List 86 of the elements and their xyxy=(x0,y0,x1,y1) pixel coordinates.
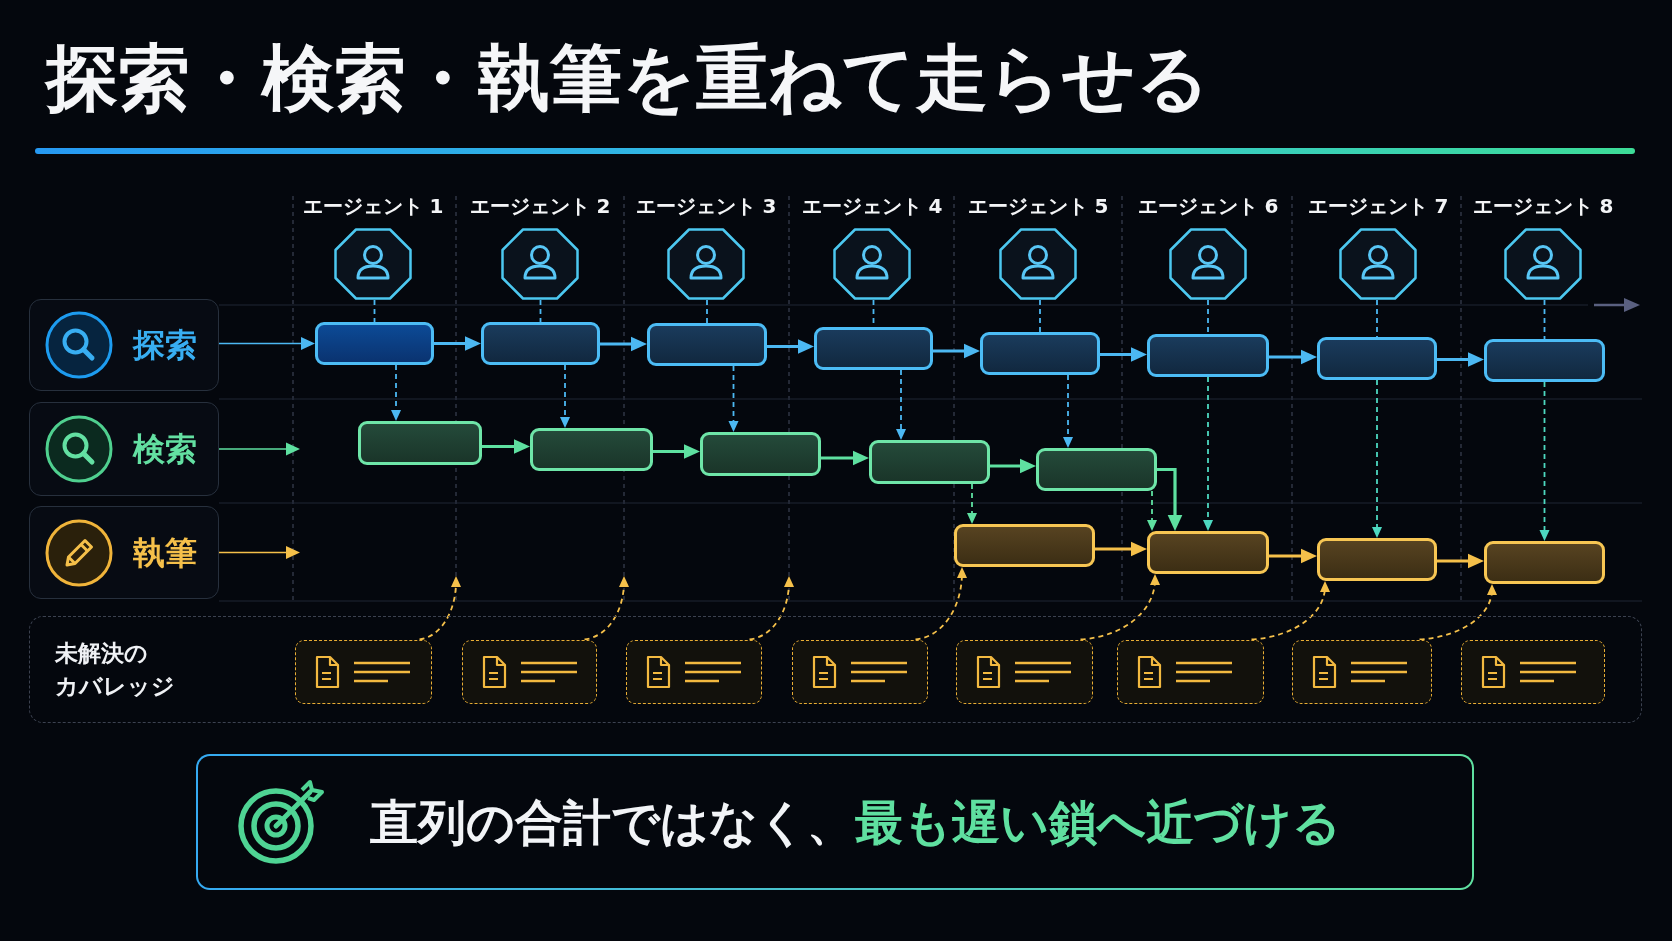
gap-card xyxy=(791,639,928,704)
arrow xyxy=(653,444,700,459)
arrow xyxy=(218,546,300,559)
gap-card xyxy=(625,639,762,704)
dashed-arrow xyxy=(1250,581,1330,641)
dashed-arrow xyxy=(559,364,571,428)
arrow xyxy=(1157,467,1183,531)
lane-header xyxy=(29,299,219,391)
dashed-arrow xyxy=(418,576,461,641)
process-box xyxy=(1317,337,1437,380)
agent-label: エージェント 2 xyxy=(469,193,611,220)
dashed-line xyxy=(1543,299,1546,340)
arrow xyxy=(1269,349,1317,365)
agent-label: エージェント 1 xyxy=(302,193,444,220)
dashed-line xyxy=(1039,299,1041,333)
process-box xyxy=(315,322,434,365)
agent-label: エージェント 8 xyxy=(1472,193,1614,220)
arrow xyxy=(218,337,315,350)
row-label: 未解決のカバレッジ xyxy=(55,639,176,701)
message-panel xyxy=(196,754,1474,890)
process-box xyxy=(481,322,600,365)
process-box xyxy=(1317,538,1437,581)
process-box xyxy=(1484,339,1605,382)
lane-label: 探索 xyxy=(133,325,197,365)
dashed-line xyxy=(1207,299,1209,335)
process-box xyxy=(954,524,1095,567)
dashed-arrow xyxy=(1079,574,1160,641)
process-box xyxy=(980,332,1100,375)
dashed-arrow xyxy=(1202,376,1214,531)
arrow xyxy=(1269,548,1317,564)
arrow xyxy=(821,450,869,466)
process-box xyxy=(1484,541,1605,584)
process-box xyxy=(700,432,821,476)
process-box xyxy=(869,440,990,484)
dashed-line xyxy=(1376,299,1378,338)
dashed-arrow xyxy=(966,483,978,524)
arrow xyxy=(990,458,1036,474)
arrow xyxy=(767,339,814,354)
gap-card xyxy=(955,639,1093,704)
lane-label: 執筆 xyxy=(133,532,197,573)
dashed-line xyxy=(706,299,708,324)
dashed-arrow xyxy=(1146,490,1158,531)
lane-header xyxy=(29,402,219,496)
arrow xyxy=(482,439,530,454)
arrow xyxy=(218,442,300,456)
coverage-panel xyxy=(29,616,1642,723)
process-box xyxy=(1147,334,1269,377)
arrow xyxy=(933,343,980,359)
agent-label: エージェント 4 xyxy=(801,193,943,220)
dashed-arrow xyxy=(583,576,629,641)
process-box xyxy=(530,428,653,471)
gap-card xyxy=(1291,639,1432,704)
process-box xyxy=(1036,448,1157,491)
process-box xyxy=(814,327,933,370)
message-text: 直列の合計ではなく、最も遅い鎖へ近づける xyxy=(370,793,1341,852)
arrow xyxy=(1437,352,1484,367)
gap-card xyxy=(294,639,432,704)
agent-label: エージェント 3 xyxy=(635,193,777,220)
arrow xyxy=(600,336,647,352)
process-box xyxy=(647,323,767,366)
process-box xyxy=(1147,531,1269,574)
dashed-arrow xyxy=(895,369,907,440)
agent-label: エージェント 5 xyxy=(967,193,1109,220)
dashed-arrow xyxy=(748,576,794,641)
arrow xyxy=(1437,553,1484,569)
arrow xyxy=(1100,347,1147,362)
arrow xyxy=(434,336,481,351)
agent-label: エージェント 7 xyxy=(1307,193,1449,220)
agent-label: エージェント 6 xyxy=(1137,193,1279,220)
process-box xyxy=(358,421,482,465)
dashed-arrow xyxy=(914,567,967,641)
dashed-arrow xyxy=(728,365,739,432)
dashed-line xyxy=(373,299,376,323)
dashed-arrow xyxy=(1539,381,1550,541)
dashed-arrow xyxy=(390,364,402,421)
dashed-arrow xyxy=(1062,374,1074,448)
dashed-arrow xyxy=(1371,379,1383,538)
lane-header xyxy=(29,506,219,599)
gap-card xyxy=(461,639,597,704)
dashed-arrow xyxy=(1418,584,1497,641)
lane-label: 検索 xyxy=(133,429,197,469)
gap-card xyxy=(1460,639,1605,704)
title: 探索・検索・執筆を重ねて走らせる xyxy=(46,35,1210,122)
dashed-line xyxy=(539,299,542,323)
gap-card xyxy=(1116,639,1264,704)
arrow xyxy=(1095,541,1147,557)
